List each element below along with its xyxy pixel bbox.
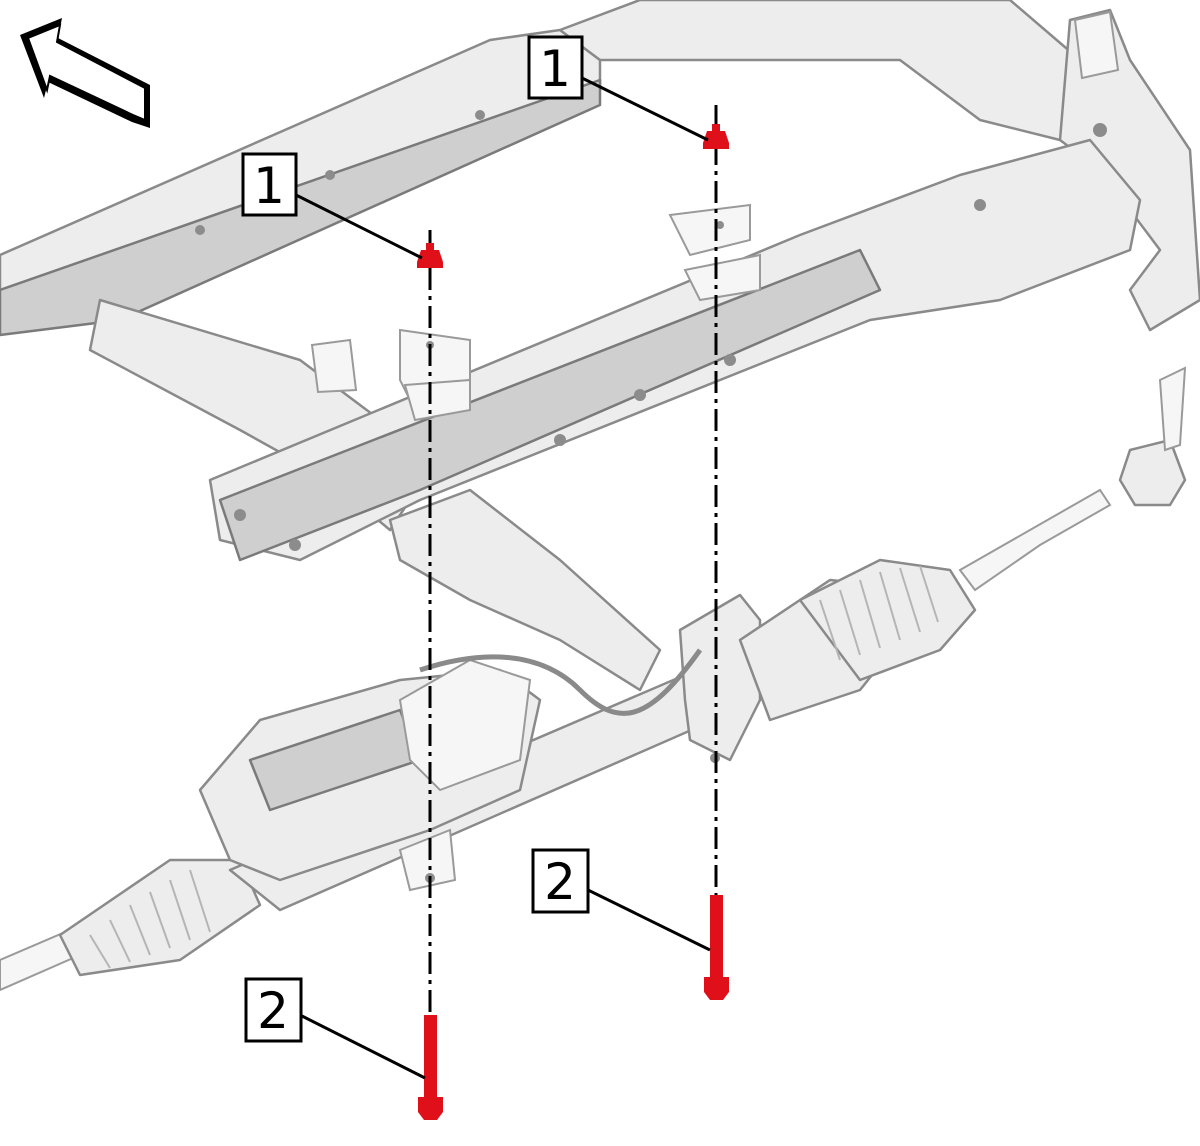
callout-2-left: 2 <box>244 977 303 1043</box>
callout-label: 2 <box>544 853 576 911</box>
alignment-lines <box>428 105 718 1020</box>
callout-label: 2 <box>257 982 289 1040</box>
callout-label: 1 <box>253 157 285 215</box>
callout-1-top: 1 <box>527 35 584 100</box>
steering-gear <box>0 366 1187 992</box>
bolt-left-icon <box>418 1015 443 1120</box>
nut-right-icon <box>703 124 729 149</box>
bolt-right-icon <box>704 895 729 1000</box>
callout-1-left: 1 <box>241 152 298 217</box>
fasteners <box>417 124 729 1120</box>
subframe-cradle <box>0 0 1200 692</box>
callout-label: 1 <box>539 40 571 98</box>
leader-lines <box>295 76 711 1080</box>
callout-2-right: 2 <box>531 848 590 914</box>
front-direction-arrow-icon <box>20 18 150 128</box>
nut-left-icon <box>417 243 443 268</box>
